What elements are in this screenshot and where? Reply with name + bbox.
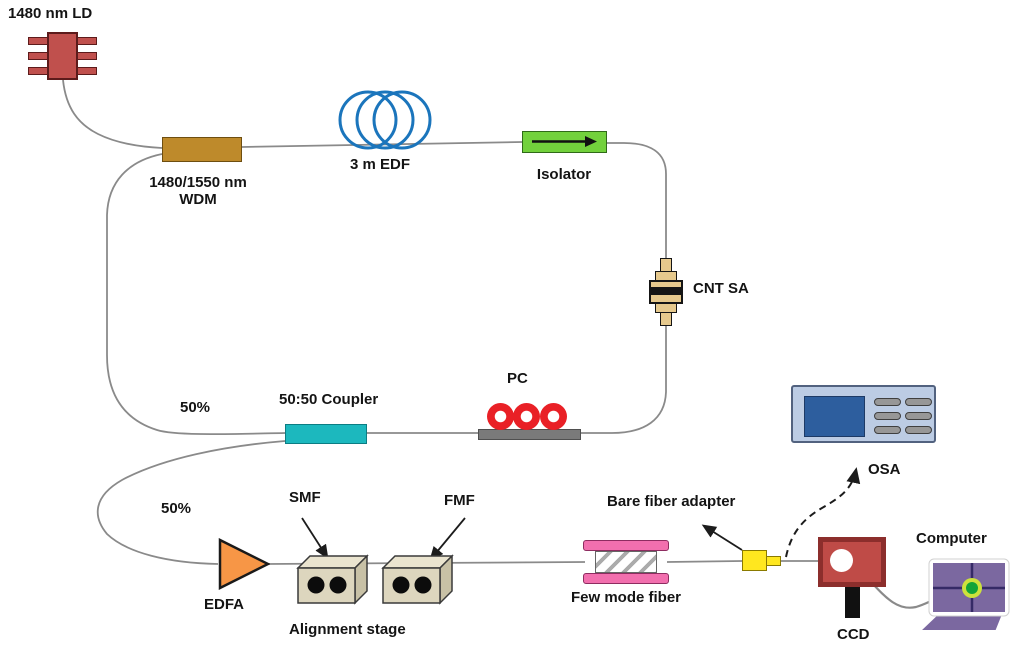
tap-upper-label: 50% — [180, 399, 211, 416]
fiber-ring-bottom — [367, 326, 667, 434]
ccd-lens — [830, 549, 853, 572]
pc-paddle-icon — [513, 403, 540, 430]
beam-spot-dot — [966, 582, 978, 594]
computer-icon — [915, 558, 1010, 634]
smf-label: SMF — [289, 489, 321, 506]
isolator-icon — [522, 131, 607, 153]
fiber-output-loop — [96, 440, 286, 565]
fmf-alignment-stage-icon — [381, 554, 454, 605]
edf-coil-icon — [338, 90, 432, 150]
smf-alignment-stage-icon — [296, 554, 369, 605]
adapter-pointer-arrow — [701, 524, 743, 551]
edfa-label: EDFA — [204, 596, 245, 613]
pc-paddle-icon — [540, 403, 567, 430]
coupler-icon — [285, 424, 367, 444]
dashed-arrow-to-osa — [785, 467, 861, 558]
smf-pointer-arrow — [301, 517, 329, 560]
fmf-spool-flange — [583, 540, 669, 551]
osa-label: OSA — [868, 461, 901, 478]
edfa-amplifier-icon — [218, 538, 270, 590]
few-mode-fiber-spool-icon — [583, 540, 669, 584]
bare-fiber-adapter-label: Bare fiber adapter — [607, 493, 736, 510]
ld-label: 1480 nm LD — [8, 5, 93, 22]
pc-paddle-icon — [487, 403, 514, 430]
osa-button — [905, 398, 932, 406]
ld-chip-pin — [28, 67, 48, 75]
osa-button — [905, 412, 932, 420]
fiber-ld-to-wdm — [62, 79, 163, 149]
osa-button — [874, 426, 901, 434]
pc-label: PC — [507, 370, 528, 387]
coupler-label: 50:50 Coupler — [279, 391, 379, 408]
cnt-sa-top-ferrule — [660, 258, 672, 272]
fiber-ring-right — [607, 142, 667, 258]
fmf-spool-windings — [595, 551, 657, 573]
fmf-spool-flange — [583, 573, 669, 584]
computer-label: Computer — [916, 530, 987, 547]
edf-label: 3 m EDF — [350, 156, 411, 173]
wdm-label: 1480/1550 nm WDM — [128, 174, 268, 209]
osa-button — [874, 398, 901, 406]
ld-chip-pin — [77, 52, 97, 60]
osa-instrument-icon — [791, 385, 936, 443]
fiber-fmf-to-adapter — [666, 560, 743, 563]
fmf-pointer-arrow — [429, 517, 466, 562]
cnt-sa-bottom-ferrule — [660, 312, 672, 326]
ccd-stand — [845, 587, 860, 618]
fmf-label: FMF — [444, 492, 475, 509]
tap-lower-label: 50% — [161, 500, 192, 517]
pump-laser-diode-icon — [47, 32, 78, 80]
wdm-coupler-icon — [162, 137, 242, 162]
ld-chip-pin — [28, 37, 48, 45]
osa-button — [905, 426, 932, 434]
few-mode-fiber-label: Few mode fiber — [571, 589, 682, 606]
fiber-ring-left — [106, 153, 286, 436]
isolator-label: Isolator — [536, 166, 592, 183]
ld-chip-pin — [77, 37, 97, 45]
wdm-label-line2: WDM — [179, 191, 217, 209]
osa-button — [874, 412, 901, 420]
bare-fiber-adapter-icon — [742, 550, 767, 571]
ld-chip-pin — [28, 52, 48, 60]
isolator-direction-arrow — [532, 136, 597, 147]
wdm-label-line1: 1480/1550 nm — [149, 174, 247, 191]
pc-base-bar — [478, 429, 581, 440]
osa-screen — [804, 396, 865, 437]
bare-fiber-adapter-tip — [766, 556, 781, 566]
ld-chip-pin — [77, 67, 97, 75]
ccd-label: CCD — [837, 626, 870, 643]
cnt-sa-icon — [649, 280, 683, 304]
alignment-stage-label: Alignment stage — [289, 621, 406, 638]
cnt-sa-label: CNT SA — [693, 280, 749, 297]
